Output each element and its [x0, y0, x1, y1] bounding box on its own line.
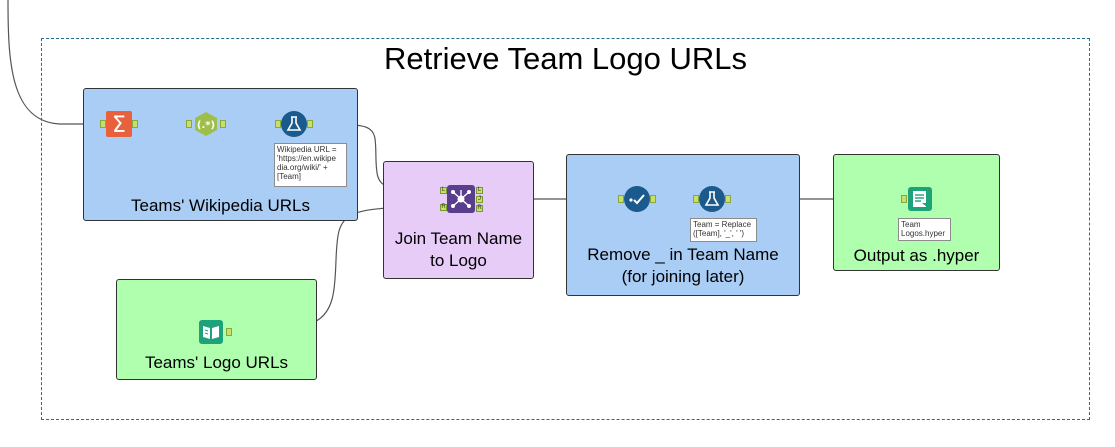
input-anchor[interactable] — [901, 195, 907, 203]
formula-flask-icon[interactable] — [281, 111, 307, 137]
container-title: Retrieve Team Logo URLs — [384, 41, 747, 76]
output-anchor[interactable] — [725, 195, 731, 203]
join-icon[interactable] — [447, 185, 475, 213]
join-left-anchor[interactable]: L — [440, 187, 447, 194]
input-anchor[interactable] — [693, 195, 699, 203]
annotation-output-file: Team Logos.hyper — [898, 218, 951, 241]
join-j-output-anchor[interactable]: J — [476, 196, 483, 203]
join-l-output-anchor[interactable]: L — [476, 187, 483, 194]
container-remove-underscore[interactable]: Remove _ in Team Name (for joining later… — [566, 154, 800, 296]
input-anchor[interactable] — [275, 120, 281, 128]
output-anchor[interactable] — [650, 195, 656, 203]
container-label: Remove _ in Team Name (for joining later… — [587, 245, 779, 286]
input-anchor[interactable] — [186, 120, 192, 128]
svg-text:Σ: Σ — [112, 113, 126, 137]
output-data-icon[interactable] — [907, 186, 933, 212]
formula-flask-icon[interactable] — [699, 186, 725, 212]
tool-container-retrieve-logos[interactable]: Retrieve Team Logo URLs — [41, 38, 1090, 420]
output-anchor[interactable] — [226, 328, 232, 336]
join-r-output-anchor[interactable]: R — [476, 205, 483, 212]
output-anchor[interactable] — [132, 120, 138, 128]
input-anchor[interactable] — [100, 120, 106, 128]
join-right-anchor[interactable]: R — [440, 204, 447, 211]
regex-icon[interactable]: (.*) — [193, 111, 219, 137]
container-output-hyper[interactable]: Output as .hyper — [833, 154, 1000, 271]
input-anchor[interactable] — [618, 195, 624, 203]
container-label: Output as .hyper — [853, 246, 980, 265]
output-anchor[interactable] — [307, 120, 313, 128]
output-anchor[interactable] — [220, 120, 226, 128]
container-join-team-name[interactable]: Join Team Name to Logo — [383, 161, 534, 279]
container-teams-logo-urls[interactable]: Teams' Logo URLs — [116, 279, 317, 380]
svg-text:(.*): (.*) — [197, 120, 215, 131]
container-label: Teams' Logo URLs — [144, 353, 289, 372]
data-cleansing-icon[interactable] — [624, 186, 650, 212]
annotation-replace-formula: Team = Replace ([Team], '_', ' ') — [690, 218, 757, 242]
container-label: Teams' Wikipedia URLs — [131, 196, 310, 215]
annotation-wikipedia-formula: Wikipedia URL = 'https://en.wikipe dia.o… — [274, 143, 347, 187]
container-label: Join Team Name to Logo — [394, 229, 523, 270]
sigma-icon[interactable]: Σ — [106, 111, 132, 137]
input-book-icon[interactable] — [198, 319, 224, 345]
